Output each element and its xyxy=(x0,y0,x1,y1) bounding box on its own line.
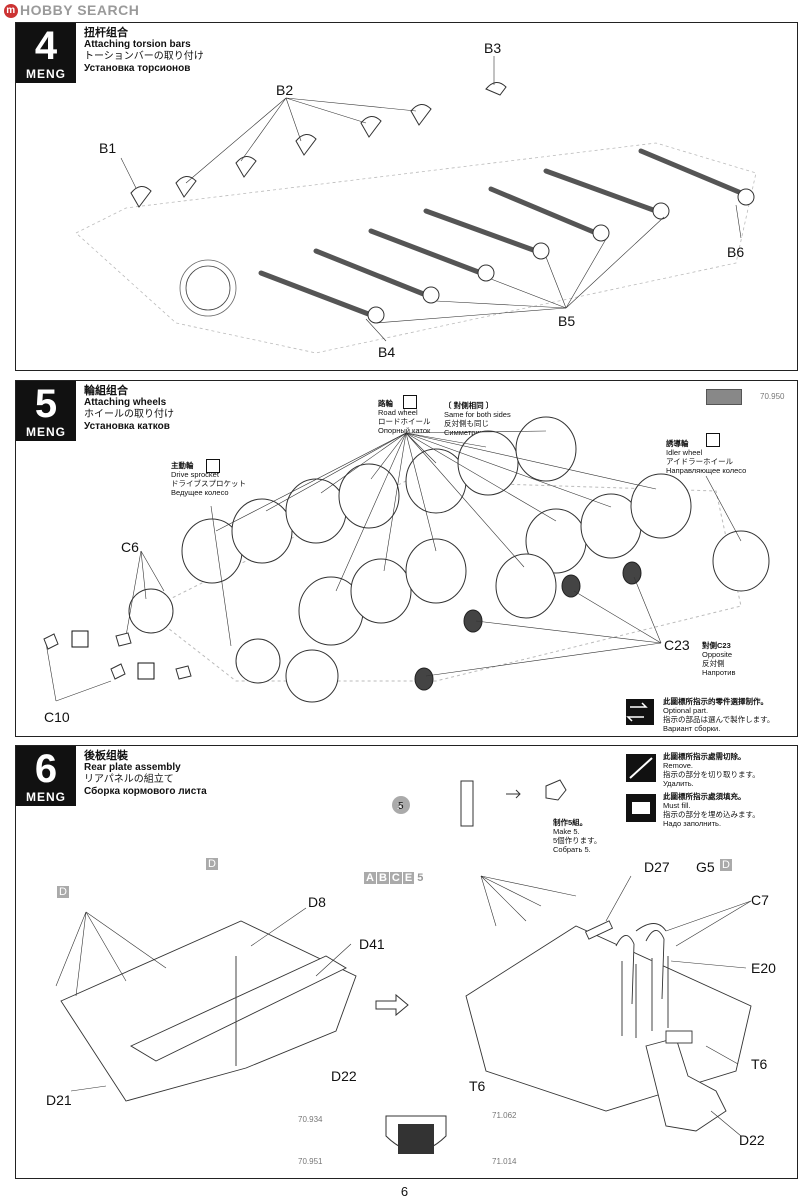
wheel-diagram xyxy=(43,416,770,725)
label-g5: G5 xyxy=(696,859,715,875)
label-c7: C7 xyxy=(751,892,769,908)
paint-swatch xyxy=(706,389,742,405)
step-number: 4 xyxy=(34,24,58,68)
brand-logo: MENG xyxy=(26,425,66,439)
svg-text:x: x xyxy=(397,801,403,812)
drive-sprocket-icon xyxy=(206,459,220,473)
step-badge: 5 MENG xyxy=(16,381,76,441)
step-6-panel: 6 MENG 後板组裝 Rear plate assembly リアパネルの組立… xyxy=(15,745,798,1179)
label-d22-center: D22 xyxy=(331,1068,357,1084)
step-badge: 4 MENG xyxy=(16,23,76,83)
paint-code: 70.950 xyxy=(760,392,785,401)
label-b6: B6 xyxy=(727,244,745,260)
label-d-fill: D xyxy=(206,858,218,870)
step-title: 輪組组合 Attaching wheels ホイールの取り付け Установк… xyxy=(84,385,174,432)
step-number: 6 xyxy=(34,747,58,791)
paint-code-2: 71.062 xyxy=(492,1111,517,1120)
paint-code-3: 70.951 xyxy=(298,1157,323,1166)
step-5-panel: 5 MENG 輪組组合 Attaching wheels ホイールの取り付け У… xyxy=(15,380,798,737)
label-e20: E20 xyxy=(751,960,776,976)
label-d22: D22 xyxy=(739,1132,765,1148)
optional-part-note: 此圖標所指示的零件選擇制作。Optional part.指示の部品は選んで製作し… xyxy=(663,697,775,733)
label-c23: C23 xyxy=(664,637,690,653)
make-5-note: 制作5組。Make 5.5個作ります。Собрать 5. xyxy=(553,818,602,854)
torsion-bar-diagram xyxy=(75,56,757,354)
paint-code-1: 70.934 xyxy=(298,1115,323,1124)
page-number: 6 xyxy=(400,1184,409,1199)
label-b1: B1 xyxy=(99,140,117,156)
step-4-panel: 4 MENG 扭杆组合 Attaching torsion bars トーション… xyxy=(15,22,798,371)
idler-wheel-icon xyxy=(706,433,720,447)
step-number: 5 xyxy=(34,382,58,426)
step-badge: 6 MENG xyxy=(16,746,76,806)
label-b5: B5 xyxy=(558,313,576,329)
label-b2: B2 xyxy=(276,82,294,98)
remove-note: 此圖標所指示處需切除。Remove.指示の部分を切り取ります。Удалить. xyxy=(663,752,760,788)
label-d: D xyxy=(57,886,69,898)
label-d27: D27 xyxy=(644,859,670,875)
fill-note: 此圖標所指示處須填充。Must fill.指示の部分を埋め込みます。Надо з… xyxy=(663,792,760,828)
label-d8: D8 xyxy=(308,894,326,910)
label-t6-center: T6 xyxy=(469,1078,486,1094)
x5-count: 5 xyxy=(398,801,404,812)
step-title: 扭杆组合 Attaching torsion bars トーションバーの取り付け… xyxy=(84,27,204,74)
label-b3: B3 xyxy=(484,40,502,56)
paint-code-4: 71.014 xyxy=(492,1157,517,1166)
brand-logo: MENG xyxy=(26,790,66,804)
brand-logo: MENG xyxy=(26,67,66,81)
label-c10: C10 xyxy=(44,709,70,725)
label-d-g5: D xyxy=(720,859,732,871)
label-d41: D41 xyxy=(359,936,385,952)
step-title: 後板组裝 Rear plate assembly リアパネルの組立て Сборк… xyxy=(84,750,207,797)
rear-plate-diagram: x xyxy=(55,754,752,1154)
road-wheel-icon xyxy=(403,395,417,409)
label-t6: T6 xyxy=(751,1056,768,1072)
label-b4: B4 xyxy=(378,344,396,360)
label-c6: C6 xyxy=(121,539,139,555)
label-d21: D21 xyxy=(46,1092,72,1108)
